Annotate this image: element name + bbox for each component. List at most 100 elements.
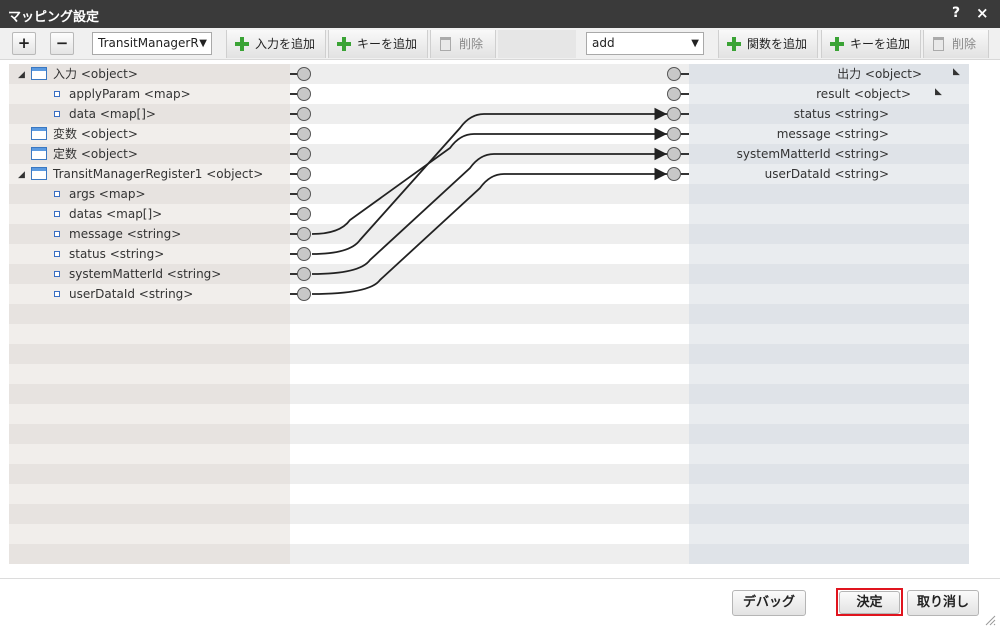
expand-toggle-icon[interactable]: ◢ — [18, 170, 25, 180]
target-node[interactable]: systemMatterId <string> — [737, 146, 889, 162]
target-connector[interactable] — [667, 67, 681, 81]
add-key-right-label: キーを追加 — [850, 37, 911, 51]
target-cell — [689, 464, 969, 484]
source-cell: message <string> — [9, 224, 290, 244]
delete-right-label: 削除 — [952, 37, 977, 51]
target-node[interactable]: message <string> — [777, 126, 889, 142]
mapping-row — [9, 544, 969, 564]
source-cell: 変数 <object> — [9, 124, 290, 144]
title-bar: マッピング設定 ? × — [0, 0, 1000, 28]
expand-toggle-icon[interactable]: ◣ — [953, 67, 960, 77]
source-connector[interactable] — [297, 267, 311, 281]
plus-icon — [727, 37, 741, 51]
target-connector-stub — [681, 93, 689, 95]
source-connector[interactable] — [297, 87, 311, 101]
link-cell — [290, 324, 689, 344]
source-connector[interactable] — [297, 247, 311, 261]
mapping-row — [9, 304, 969, 324]
source-connector-stub — [290, 133, 298, 135]
target-cell — [689, 184, 969, 204]
mapping-row — [9, 424, 969, 444]
expand-toggle-icon[interactable]: ◣ — [935, 87, 942, 97]
target-connector[interactable] — [667, 167, 681, 181]
chevron-down-icon: ▼ — [691, 38, 699, 49]
expand-all-button[interactable]: + — [12, 32, 36, 55]
close-icon[interactable]: × — [976, 4, 989, 22]
target-cell — [689, 544, 969, 564]
link-cell — [290, 84, 689, 104]
source-connector[interactable] — [297, 207, 311, 221]
mapping-row: applyParam <map>result <object>◣ — [9, 84, 969, 104]
source-connector[interactable] — [297, 147, 311, 161]
add-input-button[interactable]: 入力を追加 — [226, 30, 326, 58]
field-icon — [54, 191, 60, 197]
source-cell: datas <map[]> — [9, 204, 290, 224]
link-cell — [290, 524, 689, 544]
link-cell — [290, 224, 689, 244]
target-cell: systemMatterId <string> — [689, 144, 969, 164]
target-node[interactable]: result <object> — [816, 86, 911, 102]
source-cell — [9, 404, 290, 424]
cancel-button[interactable]: 取り消し — [907, 590, 979, 616]
target-cell: status <string> — [689, 104, 969, 124]
target-connector[interactable] — [667, 107, 681, 121]
expand-toggle-icon[interactable]: ◢ — [18, 70, 25, 80]
confirm-button[interactable]: 決定 — [839, 591, 900, 614]
field-icon — [54, 111, 60, 117]
mapping-row — [9, 324, 969, 344]
source-connector-stub — [290, 233, 298, 235]
mapping-row — [9, 504, 969, 524]
target-cell — [689, 264, 969, 284]
mapping-row — [9, 364, 969, 384]
mapping-row — [9, 444, 969, 464]
source-connector[interactable] — [297, 227, 311, 241]
field-icon — [54, 271, 60, 277]
target-cell — [689, 484, 969, 504]
target-connector[interactable] — [667, 87, 681, 101]
target-connector[interactable] — [667, 127, 681, 141]
help-icon[interactable]: ? — [952, 5, 961, 21]
add-key-right-button[interactable]: キーを追加 — [821, 30, 921, 58]
mapping-row — [9, 464, 969, 484]
target-node[interactable]: 出力 <object> — [837, 66, 922, 82]
mapping-row: userDataId <string> — [9, 284, 969, 304]
delete-left-button[interactable]: 削除 — [430, 30, 496, 58]
source-connector[interactable] — [297, 127, 311, 141]
link-cell — [290, 484, 689, 504]
add-function-button[interactable]: 関数を追加 — [718, 30, 818, 58]
source-connector[interactable] — [297, 107, 311, 121]
source-cell: ◢入力 <object> — [9, 64, 290, 84]
target-connector-stub — [681, 73, 689, 75]
add-key-left-button[interactable]: キーを追加 — [328, 30, 428, 58]
debug-button[interactable]: デバッグ — [732, 590, 806, 616]
target-node-label: status <string> — [793, 107, 889, 121]
source-cell — [9, 324, 290, 344]
field-icon — [54, 211, 60, 217]
source-node-label: 変数 <object> — [53, 127, 138, 141]
source-connector[interactable] — [297, 287, 311, 301]
target-cell — [689, 244, 969, 264]
toolbar: + − TransitManagerR ▼ 入力を追加 キーを追加 削除 add… — [0, 28, 1000, 60]
link-cell — [290, 204, 689, 224]
source-cell — [9, 344, 290, 364]
target-connector[interactable] — [667, 147, 681, 161]
function-select[interactable]: add ▼ — [586, 32, 704, 55]
collapse-all-button[interactable]: − — [50, 32, 74, 55]
source-cell — [9, 304, 290, 324]
target-node[interactable]: status <string> — [794, 106, 889, 122]
target-cell — [689, 424, 969, 444]
source-connector[interactable] — [297, 187, 311, 201]
mapping-row — [9, 484, 969, 504]
link-cell — [290, 464, 689, 484]
target-node[interactable]: userDataId <string> — [765, 166, 889, 182]
source-connector[interactable] — [297, 167, 311, 181]
source-select[interactable]: TransitManagerR ▼ — [92, 32, 212, 55]
source-connector[interactable] — [297, 67, 311, 81]
mapping-row: ◢TransitManagerRegister1 <object>userDat… — [9, 164, 969, 184]
resize-grip-icon[interactable] — [984, 614, 996, 626]
link-cell — [290, 404, 689, 424]
target-cell — [689, 344, 969, 364]
source-cell — [9, 464, 290, 484]
mapping-row: message <string> — [9, 224, 969, 244]
delete-right-button[interactable]: 削除 — [923, 30, 989, 58]
